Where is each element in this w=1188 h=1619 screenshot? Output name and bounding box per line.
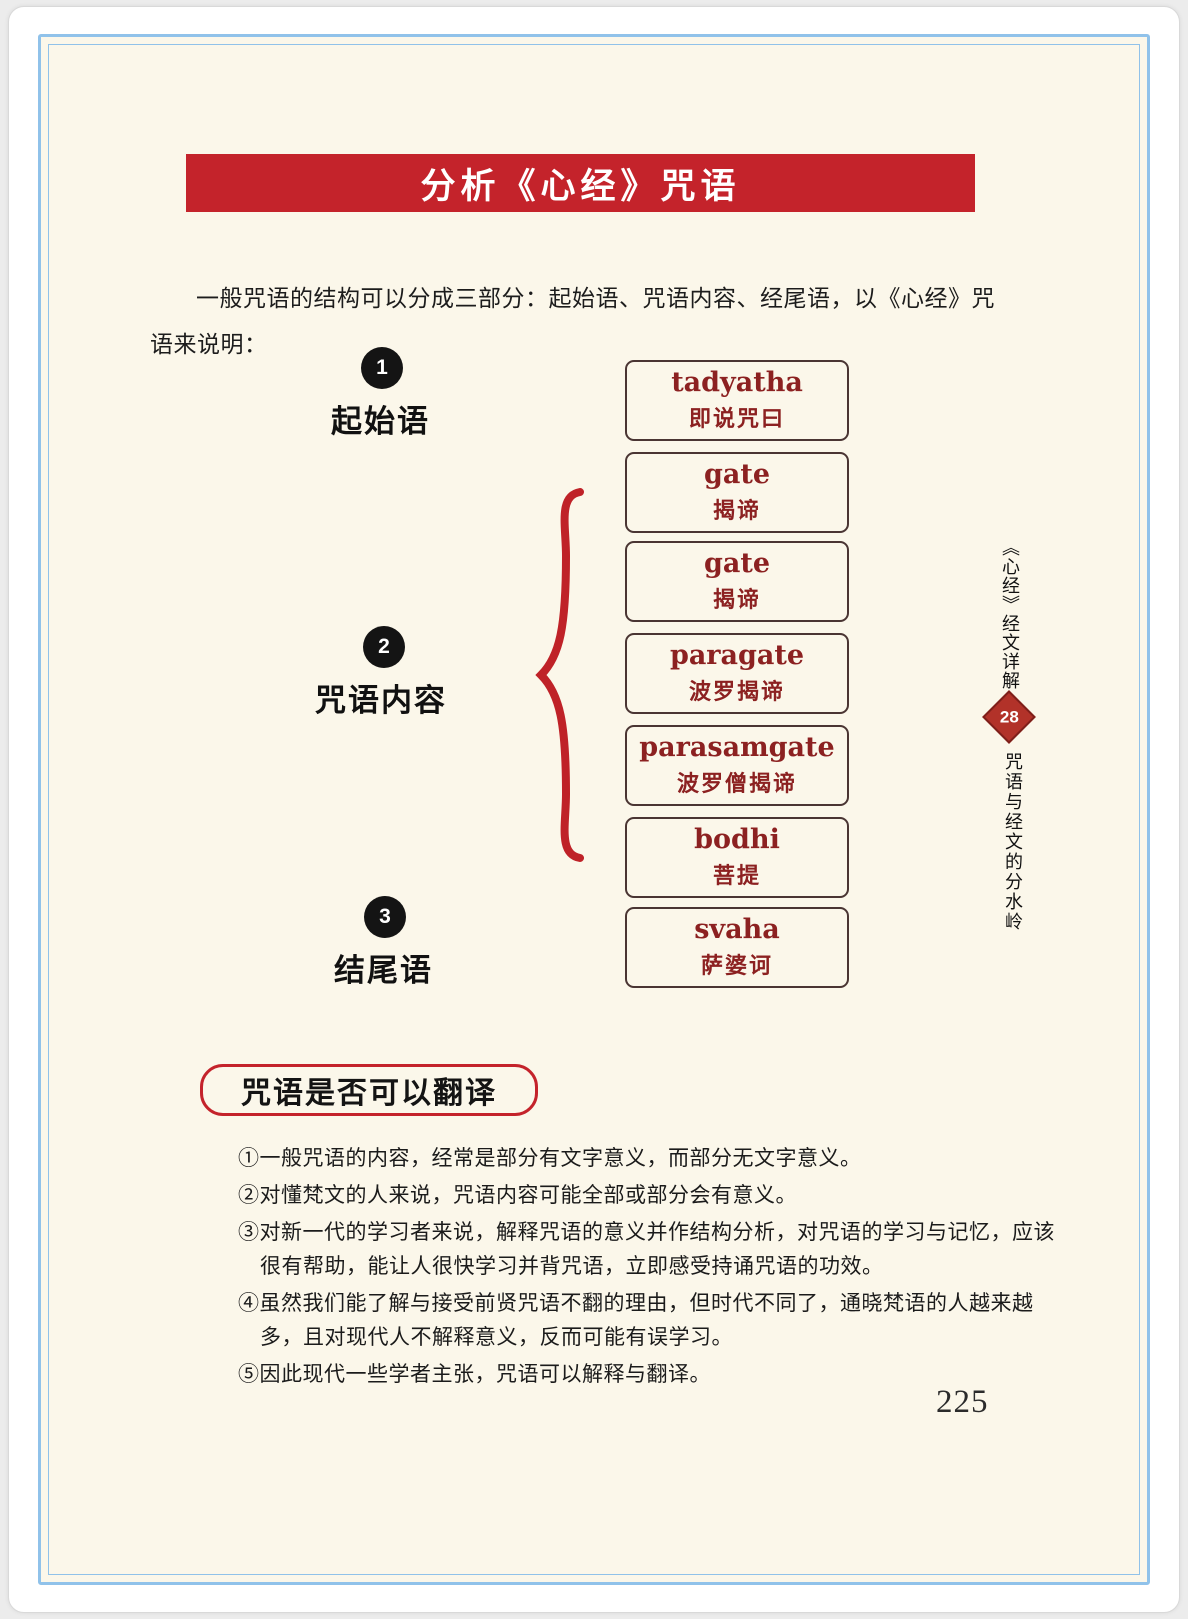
- mantra-box-gate-1: gate 揭谛: [625, 452, 849, 533]
- topic-heading: 咒语是否可以翻译: [241, 1077, 497, 1110]
- note-item-5: ⑤因此现代一些学者主张，咒语可以解释与翻译。: [238, 1363, 711, 1386]
- mantra-chinese: 波罗揭谛: [688, 678, 785, 704]
- mantra-chinese: 波罗僧揭谛: [676, 770, 797, 796]
- section-label-closing: 结尾语: [334, 953, 433, 988]
- chapter-banner: 分析《心经》咒语: [186, 154, 975, 212]
- section-badge-1: 1: [363, 349, 401, 387]
- mantra-chinese: 即说咒曰: [688, 405, 785, 431]
- note-item-4: ④虽然我们能了解与接受前贤咒语不翻的理由，但时代不同了，通晓梵语的人越来越多，且…: [238, 1292, 1034, 1349]
- note-item-1: ①一般咒语的内容，经常是部分有文字意义，而部分无文字意义。: [238, 1147, 862, 1170]
- mantra-chinese: 萨婆诃: [700, 952, 773, 978]
- decorative-frame-inner: [48, 44, 1140, 1575]
- section-badge-3: 3: [366, 898, 404, 936]
- section-label-content: 咒语内容: [315, 683, 447, 718]
- mantra-chinese: 揭谛: [712, 497, 761, 523]
- note-item-2: ②对懂梵文的人来说，咒语内容可能全部或部分会有意义。: [238, 1184, 797, 1207]
- mantra-box-parasamgate: parasamgate 波罗僧揭谛: [625, 725, 849, 806]
- decorative-frame-outer: [38, 34, 1150, 1585]
- curly-brace-icon: [528, 486, 592, 864]
- margin-series-title: 《心经》经文详解: [1000, 538, 1020, 690]
- mantra-chinese: 揭谛: [712, 586, 761, 612]
- mantra-box-tadyatha: tadyatha 即说咒曰: [625, 360, 849, 441]
- mantra-box-svaha: svaha 萨婆诃: [625, 907, 849, 988]
- notes-list: ①一般咒语的内容，经常是部分有文字意义，而部分无文字意义。 ②对懂梵文的人来说，…: [238, 1142, 1063, 1395]
- topic-heading-box: 咒语是否可以翻译: [200, 1064, 538, 1116]
- mantra-latin: paragate: [669, 640, 805, 672]
- mantra-latin: parasamgate: [639, 732, 835, 764]
- mantra-chinese: 菩提: [712, 862, 761, 888]
- mantra-latin: tadyatha: [671, 367, 803, 399]
- mantra-latin: svaha: [694, 914, 780, 946]
- margin-chapter-title: 咒语与经文的分水岭: [1003, 752, 1023, 932]
- section-label-opening: 起始语: [331, 404, 430, 439]
- mantra-latin: gate: [703, 459, 771, 491]
- section-badge-1-number: 1: [376, 356, 388, 379]
- mantra-box-bodhi: bodhi 菩提: [625, 817, 849, 898]
- note-item-3: ③对新一代的学习者来说，解释咒语的意义并作结构分析，对咒语的学习与记忆，应该很有…: [238, 1221, 1055, 1278]
- intro-paragraph: 一般咒语的结构可以分成三部分：起始语、咒语内容、经尾语，以《心经》咒语来说明：: [150, 285, 995, 357]
- section-badge-2: 2: [365, 628, 403, 666]
- mantra-box-paragate: paragate 波罗揭谛: [625, 633, 849, 714]
- mantra-box-gate-2: gate 揭谛: [625, 541, 849, 622]
- chapter-banner-title: 分析《心经》咒语: [420, 166, 741, 206]
- section-badge-2-number: 2: [378, 635, 390, 658]
- curly-brace-svg: [535, 488, 584, 862]
- mantra-latin: bodhi: [694, 824, 780, 856]
- chapter-number: 28: [999, 706, 1019, 726]
- mantra-latin: gate: [703, 548, 771, 580]
- page-number: 225: [936, 1384, 989, 1420]
- section-badge-3-number: 3: [379, 905, 391, 928]
